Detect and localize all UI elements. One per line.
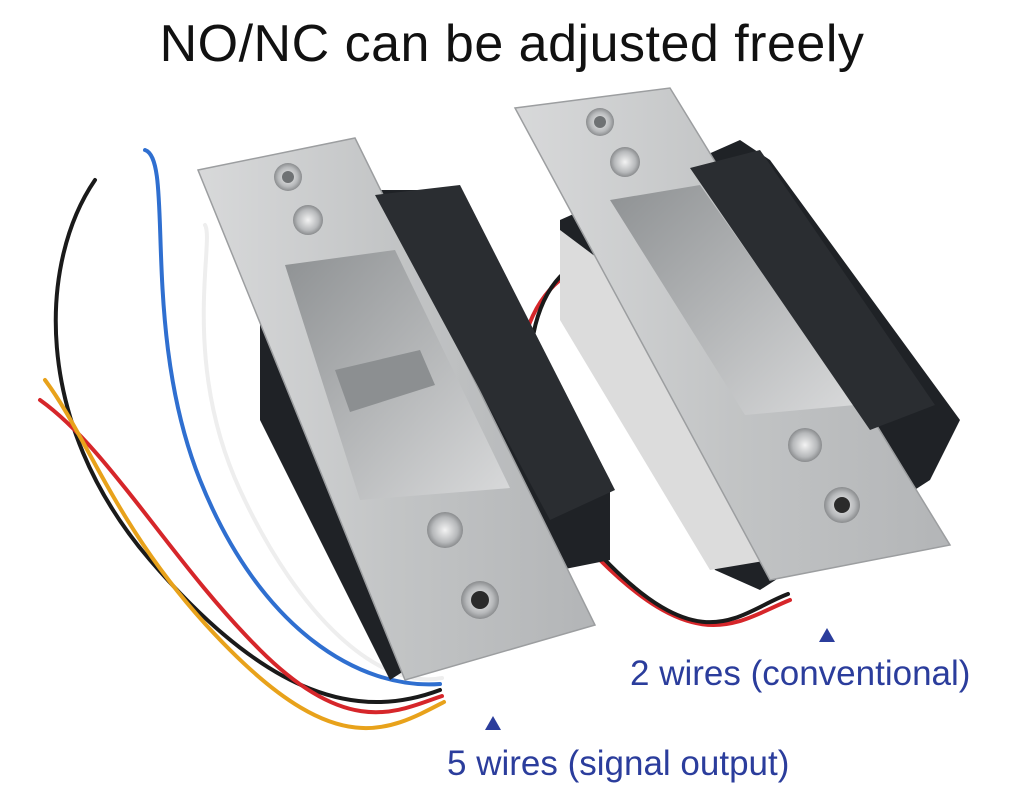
screw-right-top [610,147,640,177]
pointer-triangle-left-icon [485,716,501,730]
screw-left-top [293,205,323,235]
caption-two-wires: 2 wires (conventional) [630,654,971,693]
door-strike-left [196,137,615,681]
wire-black [53,178,442,705]
wire-red [38,398,444,715]
wire-bundle-left [38,148,446,731]
cavity-right [610,185,855,415]
label-side-right [560,230,770,570]
screw-left-bottom [427,512,463,548]
latch-tongue [335,350,435,412]
pointer-triangle-right-icon [819,628,835,642]
headline: NO/NC can be adjusted freely [159,15,865,73]
keeper-rail-right [690,150,935,430]
wire-blue [143,148,442,687]
wire-white [201,223,444,682]
screw-right-bottom [788,428,822,462]
caption-five-wires: 5 wires (signal output) [447,744,790,783]
door-strike-right [513,87,960,590]
keeper-rail-left [375,185,615,520]
wire-yellow [43,378,446,731]
